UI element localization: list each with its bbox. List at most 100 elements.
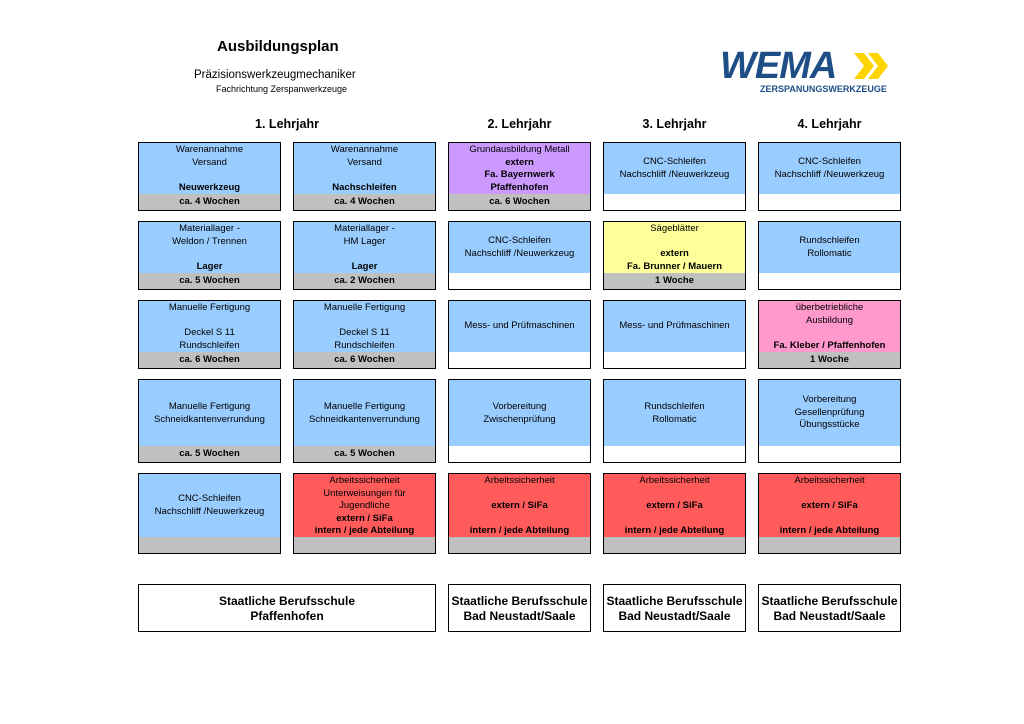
cell-duration: ca. 5 Wochen xyxy=(139,446,280,462)
cell-line: Materiallager - xyxy=(334,223,395,234)
cell-line: HM Lager xyxy=(343,235,386,247)
cell-duration: ca. 5 Wochen xyxy=(139,273,280,289)
cell-line: intern / jede Abteilung xyxy=(314,525,415,536)
cell-line: Manuelle Fertigung xyxy=(323,302,406,313)
cell-duration: ca. 6 Wochen xyxy=(294,352,435,368)
page-subsubtitle: Fachrichtung Zerspanwerkzeuge xyxy=(216,84,348,94)
cell-line: Arbeitssicherheit xyxy=(484,475,555,486)
cell-line: Übungsstücke xyxy=(799,419,860,430)
year-header-4: 4. Lehrjahr xyxy=(797,117,862,131)
cell-line: Lager xyxy=(196,260,223,272)
cell-line: Rundschleifen xyxy=(334,339,395,351)
cell-duration: 1 Woche xyxy=(759,352,900,368)
cell-line: Rollomatic xyxy=(652,413,697,425)
school-line-1: Staatliche Berufsschule xyxy=(218,594,356,608)
cell-line: extern xyxy=(505,156,534,168)
cell-line: Nachschliff /Neuwerkzeug xyxy=(619,168,730,180)
cell-duration: ca. 4 Wochen xyxy=(139,194,280,210)
cell-line: Nachschliff /Neuwerkzeug xyxy=(774,168,885,180)
cell-line xyxy=(449,488,590,501)
page-subtitle: Präzisionswerkzeugmechaniker xyxy=(194,69,356,81)
school-box-3: Staatliche Berufsschule Bad Neustadt/Saa… xyxy=(603,584,746,632)
cell-line: Rollomatic xyxy=(807,247,852,259)
school-line-2: Bad Neustadt/Saale xyxy=(463,609,576,623)
cell-line: intern / jede Abteilung xyxy=(624,525,725,536)
cell-line: Sägeblätter xyxy=(650,223,699,234)
cell-line: Rundschleifen xyxy=(644,401,705,412)
chevron-icon xyxy=(854,53,888,79)
page-title: Ausbildungsplan xyxy=(217,38,339,55)
school-box-1: Staatliche Berufsschule Pfaffenhofen xyxy=(138,584,436,632)
cell-line: Warenannahme xyxy=(175,144,244,155)
cell-duration: ca. 4 Wochen xyxy=(294,194,435,210)
cell-line xyxy=(294,248,435,261)
cell-duration xyxy=(294,537,435,553)
cell-duration xyxy=(604,446,745,462)
cell-line: CNC-Schleifen xyxy=(798,156,861,167)
cell-line: Nachschliff /Neuwerkzeug xyxy=(154,505,265,517)
cell-line xyxy=(294,315,435,328)
plan-cell-c3r3: Mess- und Prüfmaschinen xyxy=(448,300,591,369)
cell-line xyxy=(604,488,745,501)
cell-line: Fa. Kleber / Pfaffenhofen xyxy=(773,339,886,351)
cell-content: Mess- und Prüfmaschinen xyxy=(449,301,590,354)
plan-cell-c4r3: Mess- und Prüfmaschinen xyxy=(603,300,746,369)
cell-line: CNC-Schleifen xyxy=(488,235,551,246)
cell-duration: ca. 6 Wochen xyxy=(449,194,590,210)
school-line-1: Staatliche Berufsschule xyxy=(451,594,588,608)
cell-duration xyxy=(759,273,900,289)
cell-line: Deckel S 11 xyxy=(339,327,390,338)
cell-line: Nachschliff /Neuwerkzeug xyxy=(464,247,575,259)
cell-line xyxy=(604,236,745,249)
cell-line: Versand xyxy=(192,156,227,168)
cell-line: Rundschleifen xyxy=(799,235,860,246)
cell-line: Jugendliche xyxy=(339,500,390,511)
school-line-2: Bad Neustadt/Saale xyxy=(618,609,731,623)
cell-line xyxy=(604,513,745,526)
cell-duration: 1 Woche xyxy=(604,273,745,289)
cell-line: Weldon / Trennen xyxy=(172,235,247,247)
cell-duration xyxy=(449,537,590,553)
cell-line: Deckel S 11 xyxy=(184,327,235,338)
cell-line: Zwischenprüfung xyxy=(483,413,556,425)
cell-line: überbetriebliche xyxy=(795,302,864,313)
cell-line: Fa. Bayernwerk xyxy=(484,169,555,180)
cell-line: CNC-Schleifen xyxy=(178,493,241,504)
cell-line: intern / jede Abteilung xyxy=(779,525,880,536)
cell-duration xyxy=(604,194,745,210)
logo-wordmark: WEMA xyxy=(720,45,837,87)
cell-line: extern / SiFa xyxy=(336,512,393,524)
cell-line: Manuelle Fertigung xyxy=(323,401,406,412)
cell-line: Nachschleifen xyxy=(332,181,397,193)
cell-line: extern / SiFa xyxy=(491,500,548,511)
cell-line: Arbeitssicherheit xyxy=(794,475,865,486)
cell-line: Vorbereitung xyxy=(802,394,857,405)
year-header-3: 3. Lehrjahr xyxy=(642,117,707,131)
cell-duration xyxy=(759,537,900,553)
logo-tagline: ZERSPANUNGSWERKZEUGE xyxy=(760,84,887,94)
cell-line: Schneidkantenverrundung xyxy=(154,413,265,425)
cell-duration: ca. 5 Wochen xyxy=(294,446,435,462)
cell-line xyxy=(139,169,280,182)
year-header-1: 1. Lehrjahr xyxy=(255,117,319,131)
